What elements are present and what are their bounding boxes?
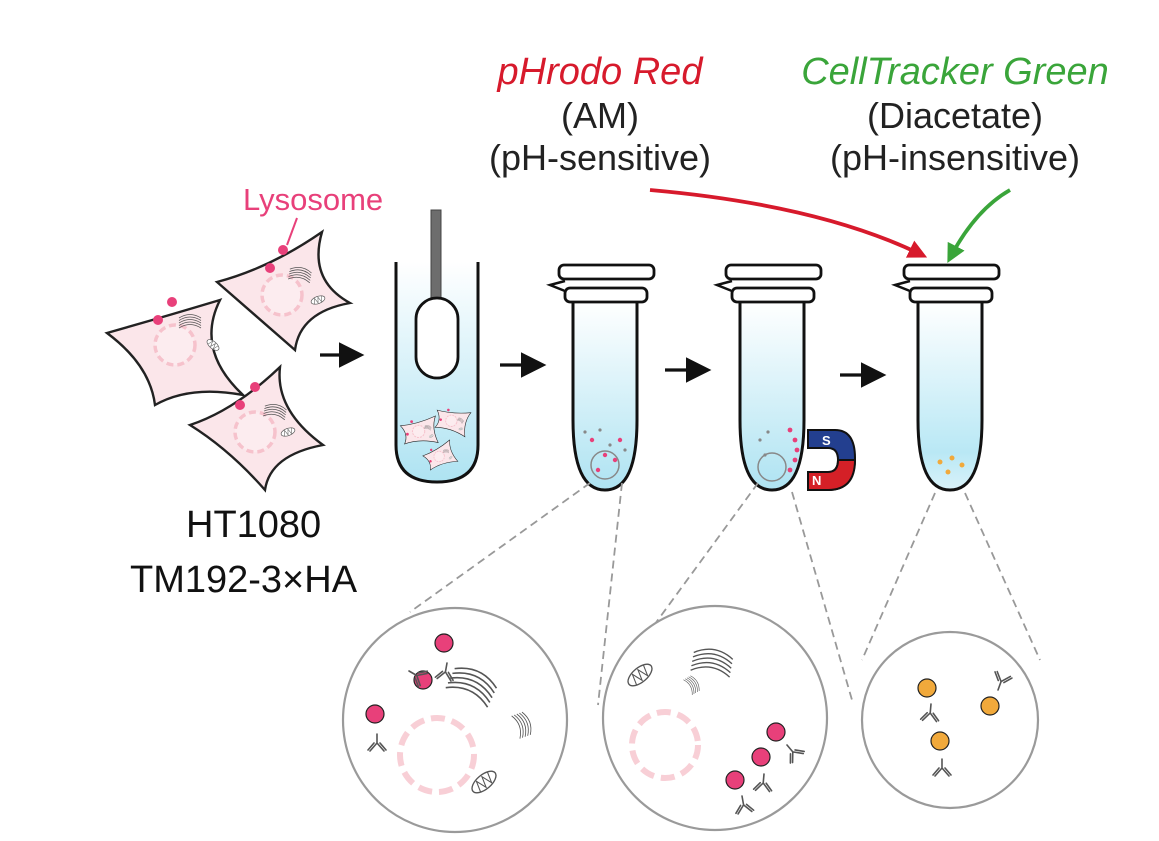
cell-icon [214, 229, 354, 353]
lysosome-label: Lysosome [243, 182, 384, 217]
tube-icon [891, 263, 1001, 492]
green-dye-name: CellTracker Green [801, 51, 1109, 93]
cell-line-label: HT1080 [186, 504, 322, 546]
green-dye-property: (pH-insensitive) [829, 137, 1081, 179]
red-dye-arrow [649, 188, 928, 258]
zoom-line [791, 491, 853, 701]
cell-icon [187, 363, 326, 493]
zoom-circle [341, 606, 569, 834]
tube-icon [713, 263, 823, 492]
green-dye-arrow [947, 188, 1011, 264]
tube-icon [546, 263, 656, 492]
zoom-circle [860, 630, 1040, 810]
zoom-line [861, 492, 936, 661]
construct-label: TM192-3×HA [130, 559, 358, 601]
lysosome-pointer [286, 217, 298, 246]
red-dye-block: pHrodo Red (AM) (pH-sensitive) [440, 50, 760, 180]
green-dye-form: (Diacetate) [866, 94, 1044, 136]
green-dye-block: CellTracker Green (Diacetate) (pH-insens… [760, 50, 1150, 180]
zoom-line [597, 482, 623, 706]
red-dye-name: pHrodo Red [497, 51, 703, 93]
zoom-line [409, 482, 591, 613]
magnet-south-label: S [822, 433, 831, 448]
magnet-icon: S N [807, 429, 857, 491]
homogenizer-icon [394, 209, 480, 484]
zoom-line [964, 492, 1041, 661]
red-dye-form: (AM) [561, 94, 639, 136]
zoom-circle [601, 604, 829, 832]
red-dye-property: (pH-sensitive) [488, 137, 712, 179]
cell-icon [104, 297, 247, 407]
magnet-north-label: N [812, 473, 821, 488]
